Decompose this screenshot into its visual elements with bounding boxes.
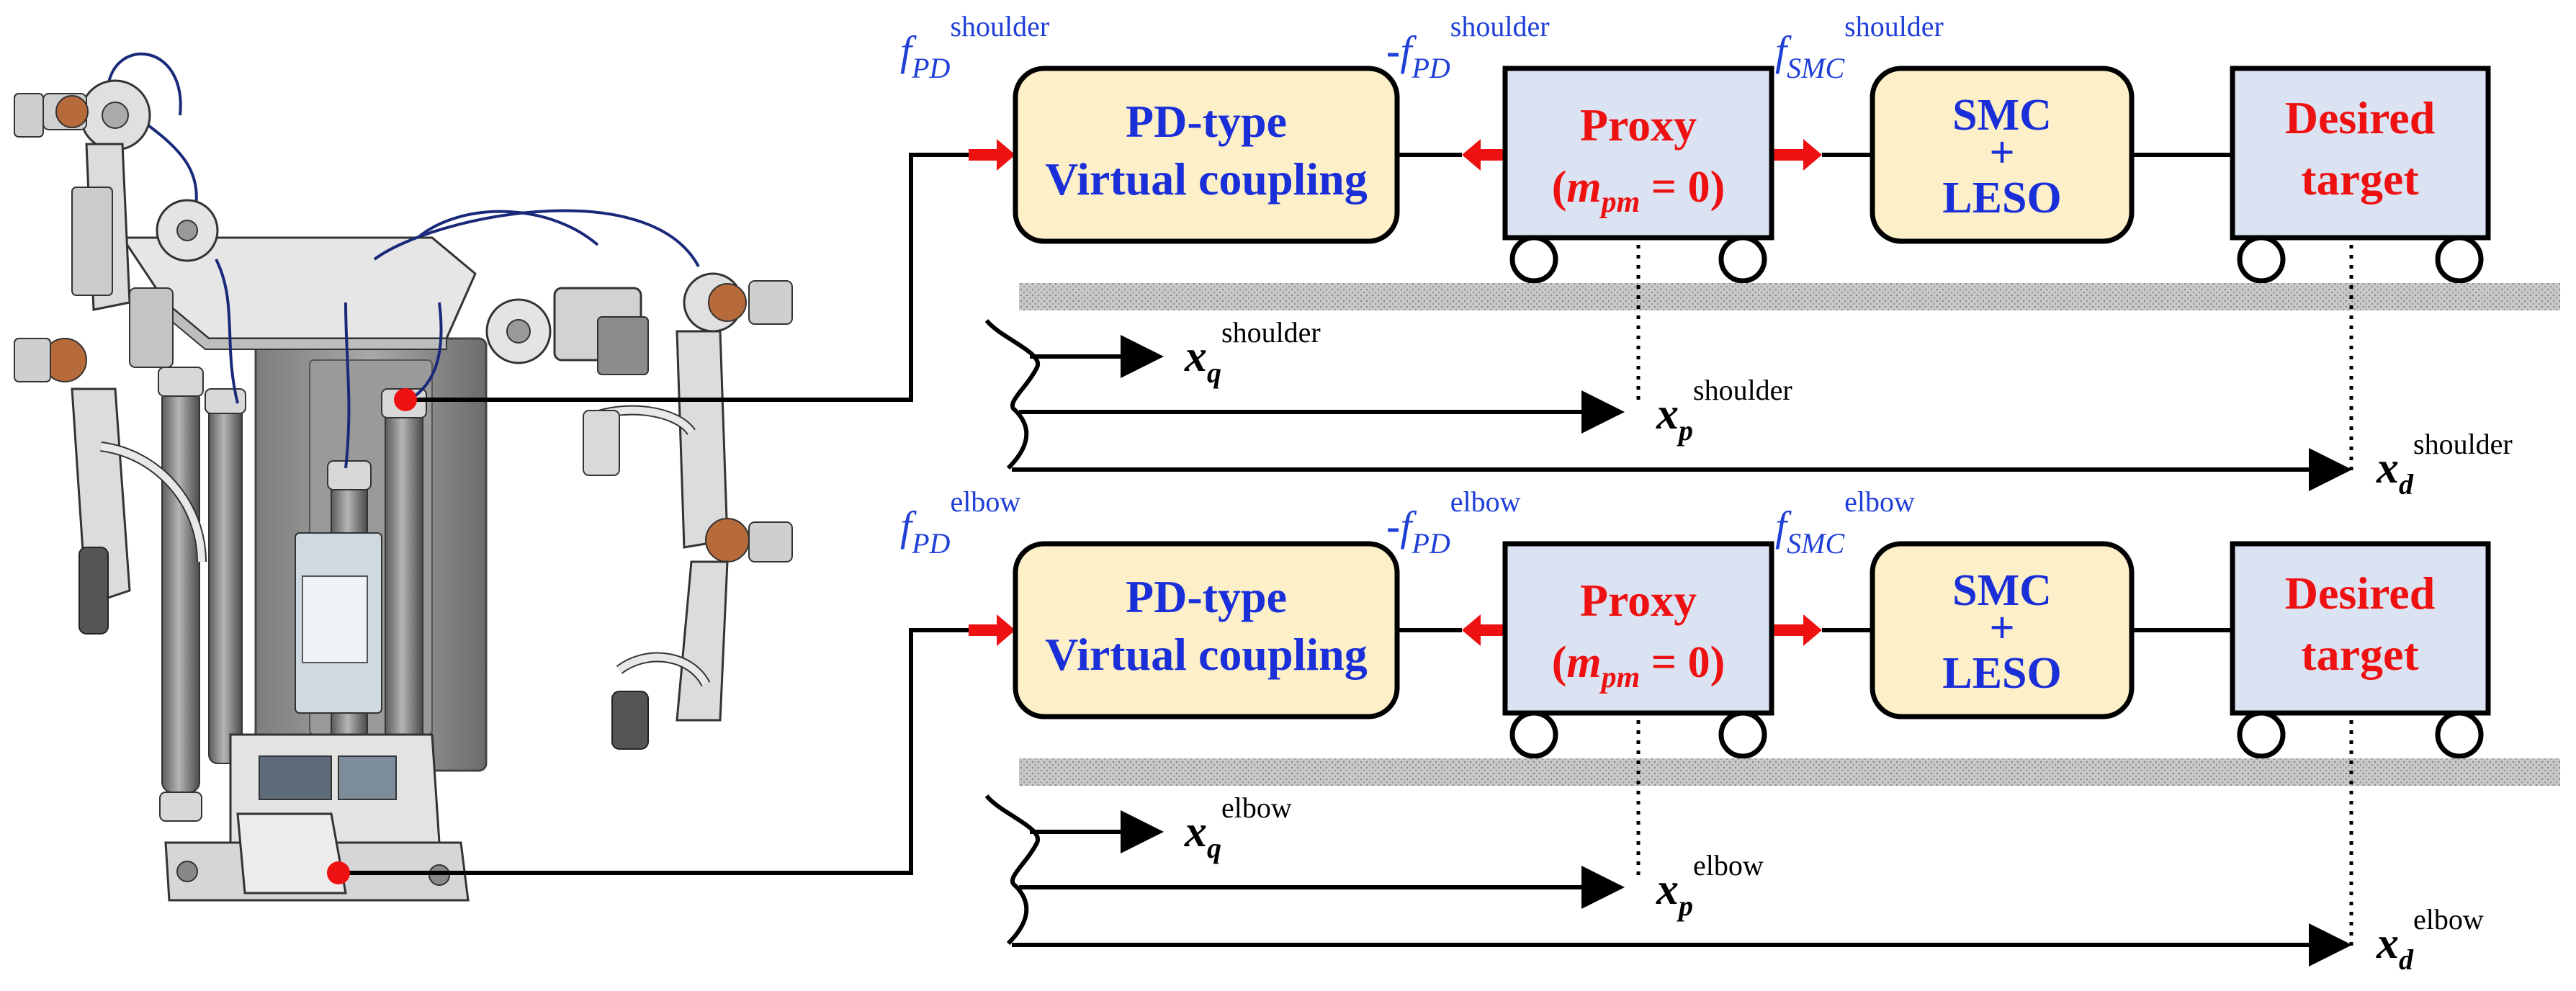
position-origin-bracket xyxy=(984,319,1041,470)
cart-wheel-icon xyxy=(1718,235,1767,284)
smc-box-title: SMC xyxy=(1952,566,2052,615)
force-arrow-pd-negative-head xyxy=(1462,614,1481,646)
desired-target-box xyxy=(2230,66,2491,241)
target-box-title: Desired xyxy=(2285,568,2436,619)
joint-connector-line xyxy=(338,628,969,875)
smc-box-plus: + xyxy=(1989,604,2014,653)
smc-leso-box xyxy=(1870,541,2135,719)
proxy-box-title: Proxy xyxy=(1580,575,1697,626)
smc-box-leso: LESO xyxy=(1942,649,2061,698)
force-label-pd: fPDelbow xyxy=(900,485,1020,560)
pd-box-title: PD-type xyxy=(1126,96,1287,147)
proxy-mass-label: (mpm = 0) xyxy=(1552,638,1725,694)
pd-box-subtitle: Virtual coupling xyxy=(1045,629,1367,680)
force-label-pd-negative: -fPDelbow xyxy=(1386,485,1521,560)
proxy-mass-label: (mpm = 0) xyxy=(1552,163,1725,219)
force-arrow-smc-head xyxy=(1803,614,1822,646)
position-label-x-q: xqelbow xyxy=(1184,792,1292,864)
desired-target-box xyxy=(2230,541,2491,716)
cart-wheel-icon xyxy=(1718,710,1767,759)
force-label-pd-negative: -fPDshoulder xyxy=(1386,10,1550,84)
ground-strip xyxy=(1019,758,2560,786)
force-arrow-pd-head xyxy=(997,139,1015,171)
proxy-box-title: Proxy xyxy=(1580,99,1697,151)
position-label-x-p: xpshoulder xyxy=(1656,374,1792,447)
target-box-subtitle: target xyxy=(2301,153,2419,205)
force-arrow-smc-head xyxy=(1803,139,1822,171)
position-label-x-p: xpelbow xyxy=(1656,849,1764,922)
proxy-cart-box xyxy=(1502,66,1774,241)
force-label-smc: fSMCelbow xyxy=(1775,485,1915,560)
ground-strip xyxy=(1019,283,2560,310)
upper-limb-exoskeleton-cad-icon xyxy=(14,52,793,902)
proxy-cart-box xyxy=(1502,541,1774,716)
pd-coupling-box xyxy=(1013,66,1400,244)
smc-box-plus: + xyxy=(1989,128,2014,177)
cart-wheel-icon xyxy=(2237,235,2286,284)
joint-connector-line xyxy=(405,153,969,402)
pd-coupling-box xyxy=(1013,541,1400,719)
cart-wheel-icon xyxy=(2435,235,2484,284)
force-label-pd: fPDshoulder xyxy=(900,10,1049,84)
target-box-title: Desired xyxy=(2285,92,2436,143)
smc-leso-box xyxy=(1870,66,2135,244)
joint-marker-dot xyxy=(394,388,417,411)
force-label-smc: fSMCshoulder xyxy=(1775,10,1944,84)
pd-box-title: PD-type xyxy=(1126,571,1287,622)
cart-wheel-icon xyxy=(1509,710,1558,759)
position-label-x-d: xdshoulder xyxy=(2376,428,2513,501)
position-label-x-d: xdelbow xyxy=(2376,903,2484,976)
cart-wheel-icon xyxy=(1509,235,1558,284)
position-origin-bracket xyxy=(984,794,1041,946)
force-arrow-pd-negative-head xyxy=(1462,139,1481,171)
target-box-subtitle: target xyxy=(2301,629,2419,680)
smc-box-title: SMC xyxy=(1952,91,2052,140)
position-label-x-q: xqshoulder xyxy=(1184,316,1321,389)
cart-wheel-icon xyxy=(2237,710,2286,759)
smc-box-leso: LESO xyxy=(1942,174,2061,223)
force-arrow-pd-head xyxy=(997,614,1015,646)
pd-box-subtitle: Virtual coupling xyxy=(1045,153,1367,205)
joint-marker-dot xyxy=(327,861,350,884)
cart-wheel-icon xyxy=(2435,710,2484,759)
